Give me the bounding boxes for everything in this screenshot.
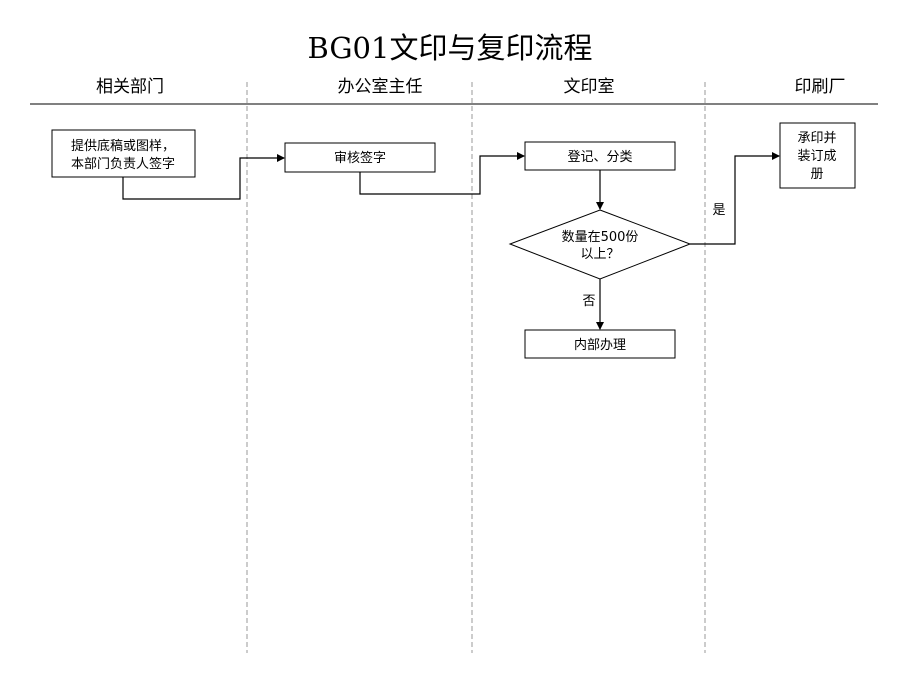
node-review-line-1: 审核签字 (334, 150, 386, 166)
node-internal-line-1: 内部办理 (574, 337, 626, 353)
node-decision[interactable]: 数量在500份 以上？ (508, 209, 692, 280)
edge-label-yes: 是 (712, 203, 725, 218)
lane-header-office: 办公室主任 (338, 77, 423, 97)
node-printbind-line-2: 装订成 (797, 149, 836, 164)
node-printbind-line-3: 册 (810, 167, 823, 182)
connector-review-to-register (359, 152, 525, 195)
node-register-line-1: 登记、分类 (567, 150, 632, 165)
lane-header-factory: 印刷厂 (795, 77, 846, 97)
edge-label-no: 否 (582, 294, 595, 309)
lane-header-printroom: 文印室 (564, 77, 615, 97)
node-decision-line-1: 数量在500份 (562, 230, 639, 245)
node-decision-diamond (508, 209, 692, 280)
node-provide-line-1: 提供底稿或图样， (71, 138, 175, 154)
connector-provide-to-review (122, 154, 285, 200)
node-review-box (284, 142, 436, 173)
node-review[interactable]: 审核签字 (284, 142, 436, 173)
node-register[interactable]: 登记、分类 (524, 141, 676, 171)
node-printbind[interactable]: 承印并 装订成 册 (779, 122, 856, 189)
node-register-box (524, 141, 676, 171)
node-printbind-line-1: 承印并 (797, 131, 836, 146)
node-internal-box (524, 329, 676, 359)
node-provide-box (51, 129, 196, 178)
lane-header-dept: 相关部门 (96, 77, 164, 97)
node-provide[interactable]: 提供底稿或图样， 本部门负责人签字 (51, 129, 196, 178)
connector-decision-yes (690, 152, 780, 245)
node-provide-line-2: 本部门负责人签字 (71, 156, 175, 172)
node-printbind-box (779, 122, 856, 189)
node-internal[interactable]: 内部办理 (524, 329, 676, 359)
diagram-title: BG01文印与复印流程 (308, 31, 593, 65)
node-decision-line-2: 以上？ (580, 247, 619, 262)
